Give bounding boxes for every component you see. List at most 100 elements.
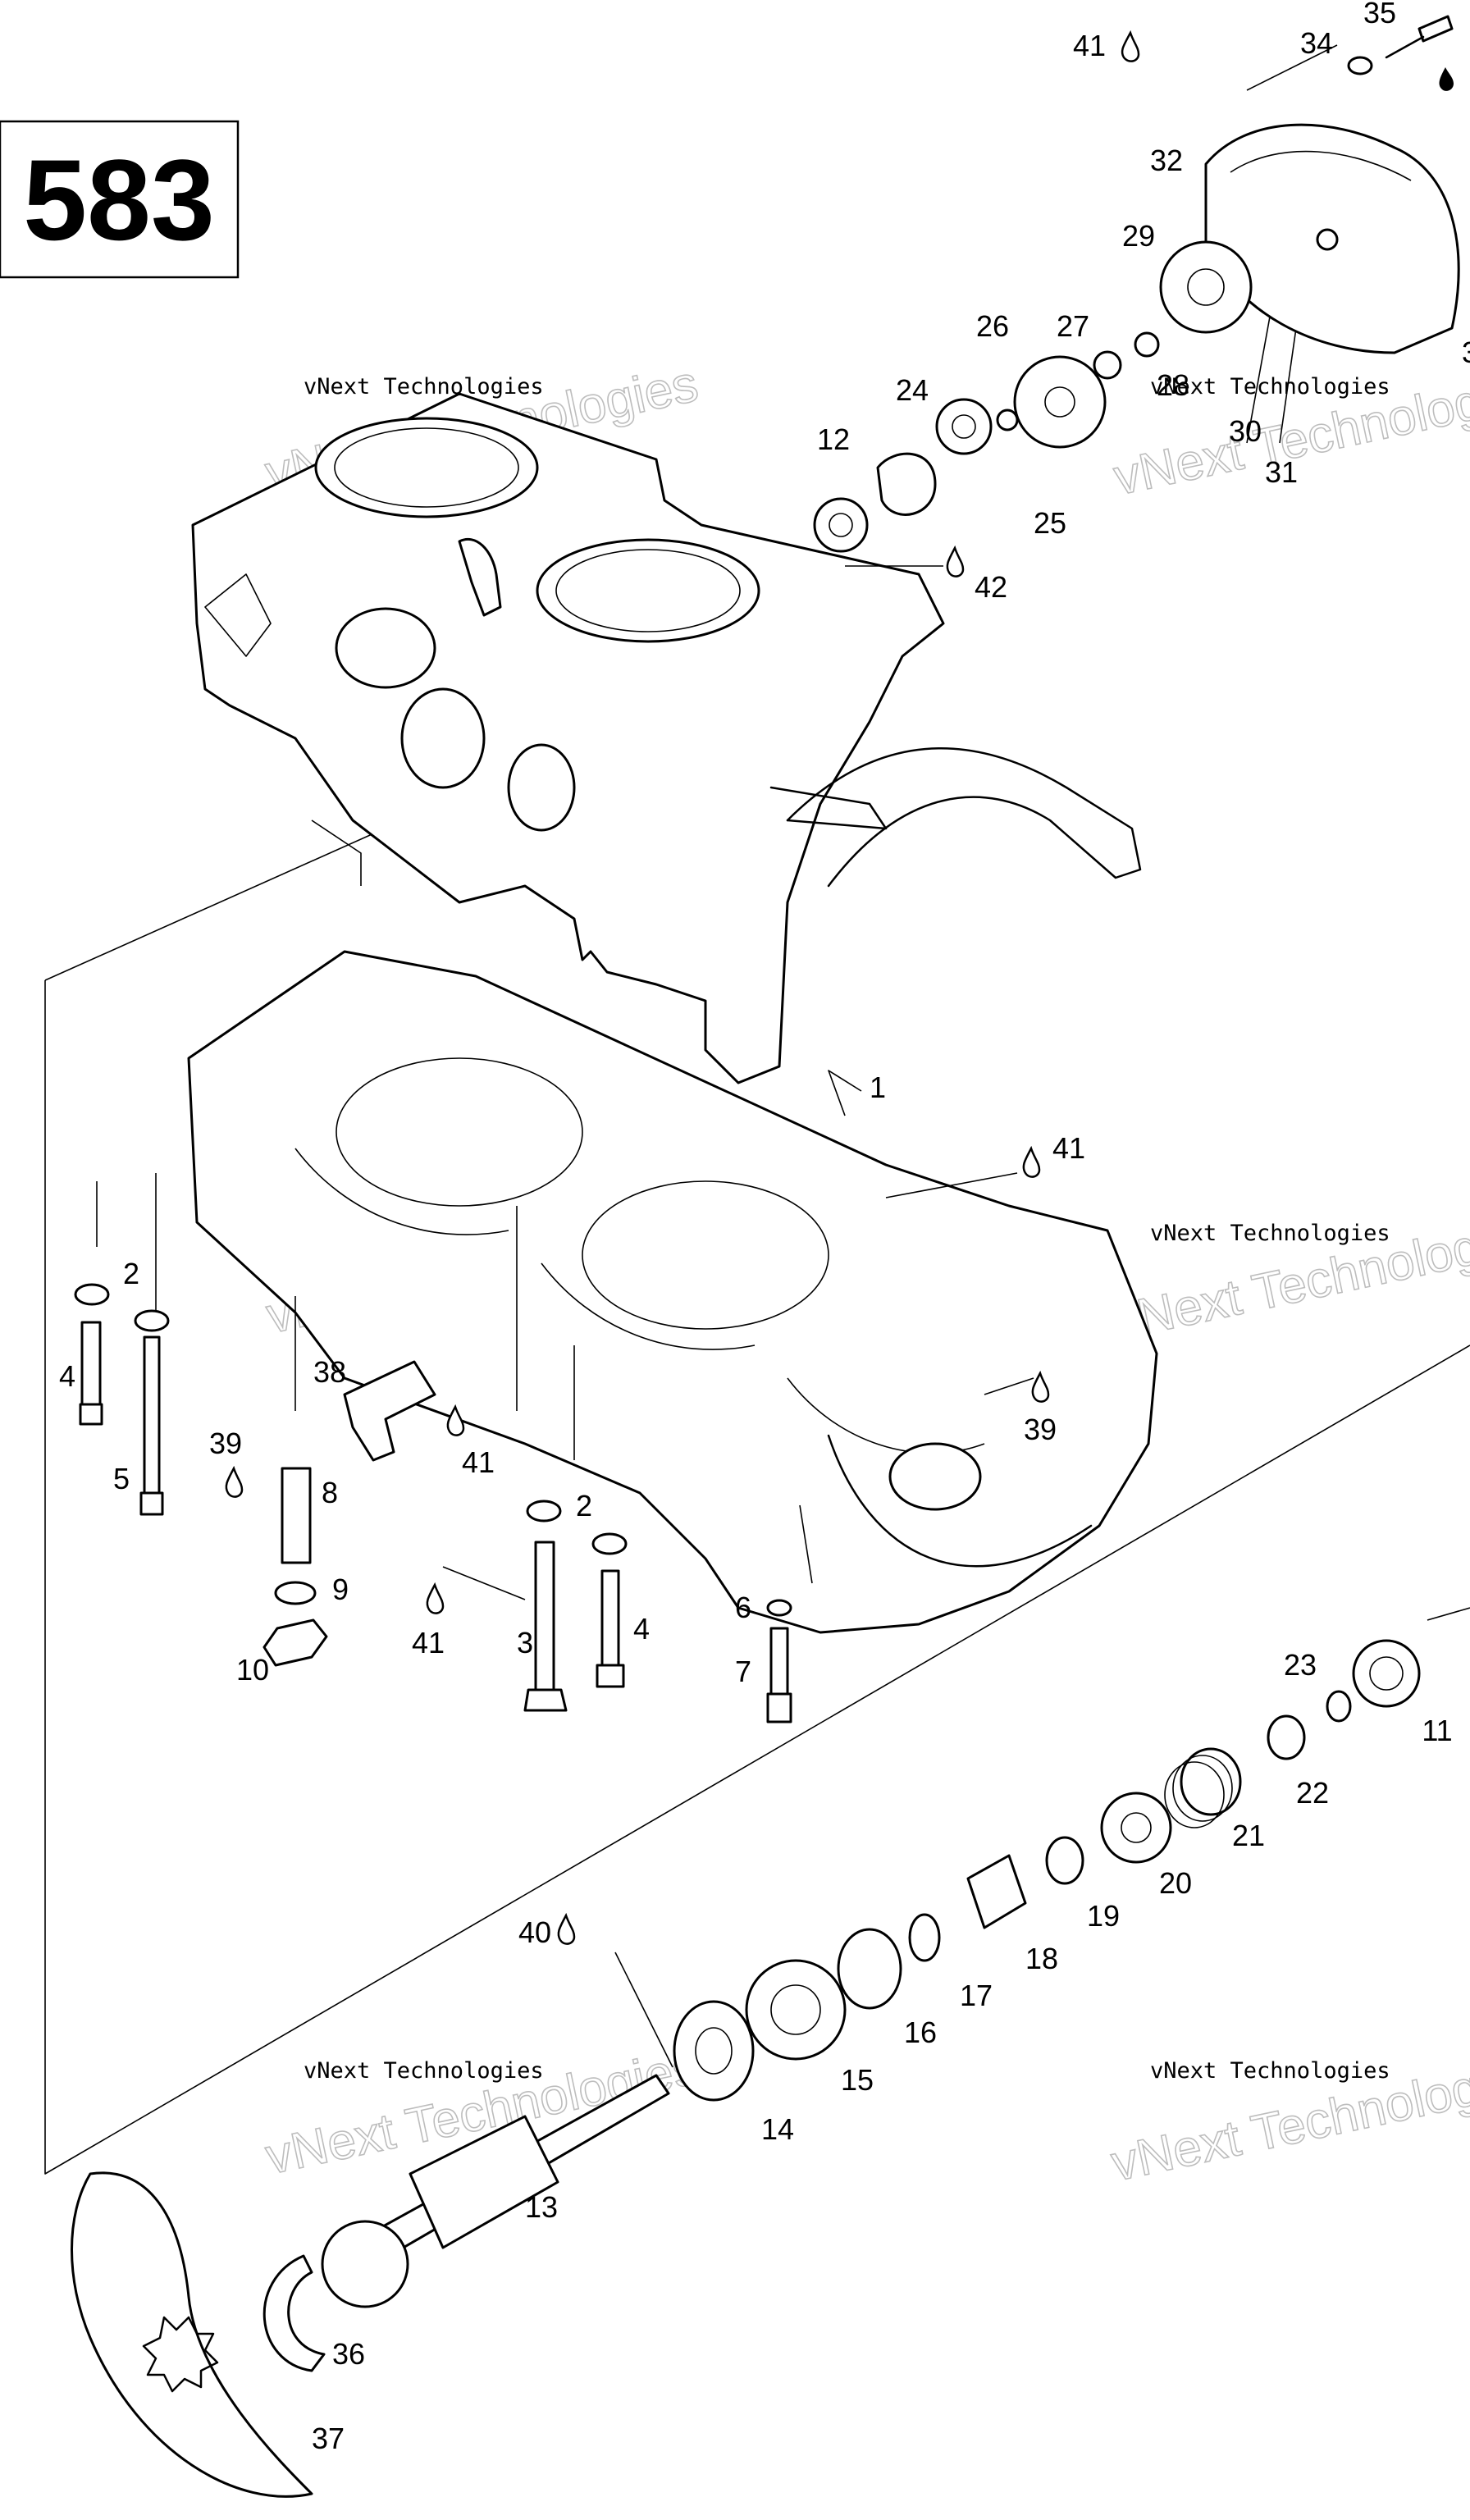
svg-text:vNext Technologies: vNext Technologies bbox=[1150, 1221, 1390, 1246]
spring-21 bbox=[1164, 1747, 1242, 1828]
ring-19 bbox=[1045, 1836, 1084, 1885]
label-17: 17 bbox=[960, 1979, 993, 2012]
label-19: 19 bbox=[1087, 1899, 1120, 1933]
elbow-fitting-38 bbox=[343, 1360, 436, 1462]
label-36: 36 bbox=[332, 2337, 365, 2371]
stud-8 bbox=[281, 1467, 312, 1564]
label-38: 38 bbox=[313, 1355, 346, 1389]
lower-crankcase bbox=[187, 950, 1158, 1634]
pump-shaft-seals bbox=[813, 331, 1160, 553]
watermark-bottom-right: vNext Technologies vNext Technologies bbox=[1106, 2045, 1470, 2194]
crankcase-fasteners bbox=[74, 1283, 792, 1723]
washer-6 bbox=[766, 1599, 792, 1617]
label-37: 37 bbox=[312, 2422, 345, 2455]
circlip-36 bbox=[262, 2254, 326, 2372]
washer-34 bbox=[1347, 56, 1373, 75]
label-14: 14 bbox=[761, 2112, 794, 2146]
gear-13 bbox=[321, 2220, 409, 2308]
label-22: 22 bbox=[1296, 1776, 1329, 1810]
label-31: 31 bbox=[1265, 455, 1298, 489]
seal-12a bbox=[876, 452, 937, 516]
label-4b: 4 bbox=[633, 1612, 650, 1646]
label-21: 21 bbox=[1232, 1819, 1265, 1852]
label-7: 7 bbox=[735, 1655, 751, 1688]
label-41d: 41 bbox=[412, 1626, 445, 1659]
gear-20 bbox=[1100, 1792, 1172, 1864]
page-number: 583 bbox=[23, 135, 215, 264]
drop-icon-40 bbox=[557, 1912, 576, 1945]
upper-crankcase bbox=[191, 392, 1142, 1084]
seal-31 bbox=[1316, 228, 1339, 251]
label-29: 29 bbox=[1122, 219, 1155, 253]
label-41c: 41 bbox=[462, 1445, 495, 1479]
label-3: 3 bbox=[517, 1626, 533, 1659]
washer-2b bbox=[134, 1309, 170, 1332]
label-30: 30 bbox=[1229, 414, 1262, 448]
bolt-7 bbox=[769, 1627, 789, 1696]
svg-text:vNext Technologies: vNext Technologies bbox=[1150, 2058, 1390, 2084]
label-40: 40 bbox=[518, 1915, 551, 1949]
label-11: 11 bbox=[1422, 1714, 1452, 1747]
label-25: 25 bbox=[1034, 506, 1066, 540]
label-8: 8 bbox=[322, 1476, 338, 1509]
washer-9 bbox=[274, 1581, 317, 1605]
ring-28 bbox=[1134, 331, 1160, 358]
bearing-15 bbox=[745, 1959, 847, 2061]
drop-icon-41c bbox=[446, 1404, 465, 1436]
label-20: 20 bbox=[1159, 1866, 1192, 1900]
sleeve-18 bbox=[966, 1854, 1027, 1929]
water-pump-assembly bbox=[1159, 15, 1460, 354]
washer-24 bbox=[935, 398, 993, 455]
drop-icon-41a bbox=[1121, 30, 1140, 62]
bolt-4a bbox=[80, 1321, 102, 1406]
svg-text:vNext Technologies: vNext Technologies bbox=[1150, 374, 1390, 399]
label-15: 15 bbox=[841, 2063, 874, 2097]
label-42: 42 bbox=[975, 570, 1007, 604]
drop-icon-41d bbox=[426, 1582, 445, 1614]
nut-10 bbox=[262, 1618, 328, 1667]
drop-icon-39b bbox=[1031, 1370, 1050, 1403]
label-24: 24 bbox=[896, 373, 929, 407]
washer-2a bbox=[74, 1283, 110, 1306]
bolt-5 bbox=[143, 1335, 161, 1495]
impeller-29 bbox=[1159, 240, 1253, 334]
drop-icon-42 bbox=[946, 545, 965, 578]
label-1: 1 bbox=[870, 1071, 886, 1104]
label-6: 6 bbox=[735, 1591, 751, 1624]
circlip-23 bbox=[1326, 1690, 1352, 1723]
bearing-11 bbox=[1352, 1639, 1421, 1708]
label-9: 9 bbox=[332, 1573, 349, 1606]
seal-14 bbox=[673, 2000, 755, 2102]
seal-12b bbox=[813, 497, 869, 553]
circlip-17 bbox=[908, 1913, 941, 1962]
bolt-3 bbox=[534, 1541, 555, 1691]
label-4a: 4 bbox=[59, 1359, 75, 1393]
label-27: 27 bbox=[1057, 309, 1089, 343]
washer-16 bbox=[837, 1928, 902, 2010]
label-28: 28 bbox=[1157, 368, 1189, 402]
washer-2d bbox=[591, 1532, 628, 1555]
drop-icon-41b bbox=[1022, 1145, 1041, 1178]
label-12: 12 bbox=[817, 422, 850, 456]
label-2a: 2 bbox=[123, 1257, 139, 1290]
label-39a: 39 bbox=[209, 1427, 242, 1460]
label-26: 26 bbox=[976, 309, 1009, 343]
drop-icon-top-right bbox=[1439, 67, 1454, 91]
label-10: 10 bbox=[236, 1653, 269, 1687]
watermark-mid-right: vNext Technologies vNext Technologies bbox=[1107, 1204, 1470, 1353]
washer-26 bbox=[1013, 355, 1107, 449]
label-2b: 2 bbox=[576, 1489, 592, 1522]
bolt-4b bbox=[600, 1569, 620, 1667]
page-number-box: 583 bbox=[0, 120, 240, 279]
svg-text:vNext Technologies: vNext Technologies bbox=[304, 2058, 544, 2084]
label-35: 35 bbox=[1363, 0, 1396, 30]
label-41a: 41 bbox=[1073, 29, 1106, 62]
ring-25 bbox=[996, 409, 1019, 431]
label-39b: 39 bbox=[1024, 1413, 1057, 1446]
ring-27 bbox=[1093, 350, 1122, 380]
svg-text:vNext Technologies: vNext Technologies bbox=[304, 374, 544, 399]
protector-37 bbox=[71, 2171, 313, 2498]
washer-2c bbox=[526, 1500, 562, 1522]
lubricant-symbols bbox=[225, 30, 1454, 1945]
